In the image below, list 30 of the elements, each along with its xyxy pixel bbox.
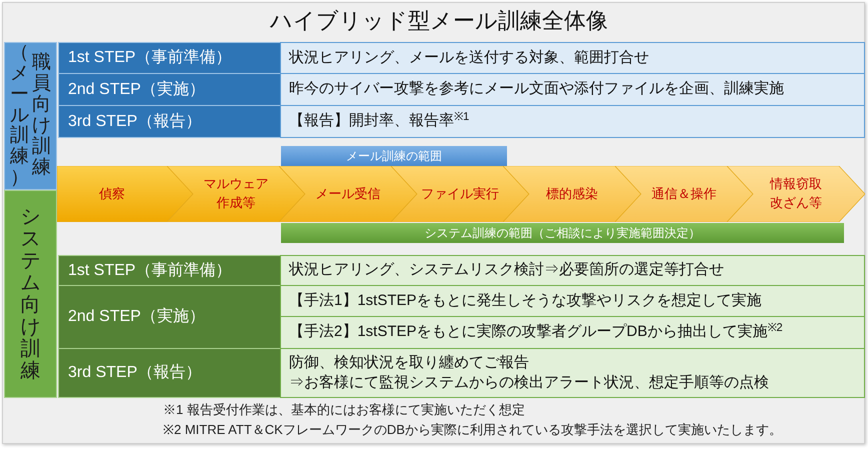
step-header: 3rd STEP（報告） [58,105,281,138]
vertical-heading: （メール訓練） [10,42,29,190]
process-step: ファイル実行 [391,166,529,222]
step-description: 【報告】開封率、報告率$^{※1}$ [280,105,865,138]
vertical-heading: 職員向け訓練 [32,53,51,179]
step-description: 【手法2】1stSTEPをもとに実際の攻撃者グループDBから抽出して実施$^{※2}$ [280,316,865,349]
process-step: 標的感染 [503,166,641,222]
process-step: マルウェア作成等 [167,166,305,222]
step-header: 2nd STEP（実施） [58,73,281,106]
scope-bar: メール訓練の範囲 [281,146,507,166]
step-cell [280,348,865,398]
process-step: 通信＆操作 [615,166,753,222]
footnote: ※2 MITRE ATT＆CKフレームワークのDBから実際に利用されている攻撃手法を選択して実施いたします。 [163,421,782,439]
vertical-heading: システム向け訓練 [20,206,40,382]
side-band [4,190,57,398]
step-header: 1st STEP（事前準備） [58,255,281,286]
scope-bar: システム訓練の範囲（ご相談により実施範囲決定） [281,223,844,243]
step-header: 2nd STEP（実施） [58,285,281,349]
step-description: 状況ヒアリング、システムリスク検討⇒必要箇所の選定等打合せ [280,255,865,286]
process-step: 情報窃取改ざん等 [727,166,865,222]
description-text: 防御、検知状況を取り纏めてご報告 [288,352,529,373]
step-header: 1st STEP（事前準備） [58,42,281,74]
step-header: 3rd STEP（報告） [58,348,281,398]
step-description: 昨今のサイバー攻撃を参考にメール文面や添付ファイルを企画、訓練実施 [280,73,865,106]
step-description: 状況ヒアリング、メールを送付する対象、範囲打合せ [280,42,865,74]
description-text: ⇒お客様にて監視システムからの検出アラート状況、想定手順等の点検 [288,373,769,393]
step-description: 【手法1】1stSTEPをもとに発生しそうな攻撃やリスクを想定して実施 [280,285,865,317]
side-band [4,42,57,190]
process-step: メール受信 [279,166,417,222]
footnote: ※1 報告受付作業は、基本的にはお客様にて実施いただく想定 [163,401,525,419]
